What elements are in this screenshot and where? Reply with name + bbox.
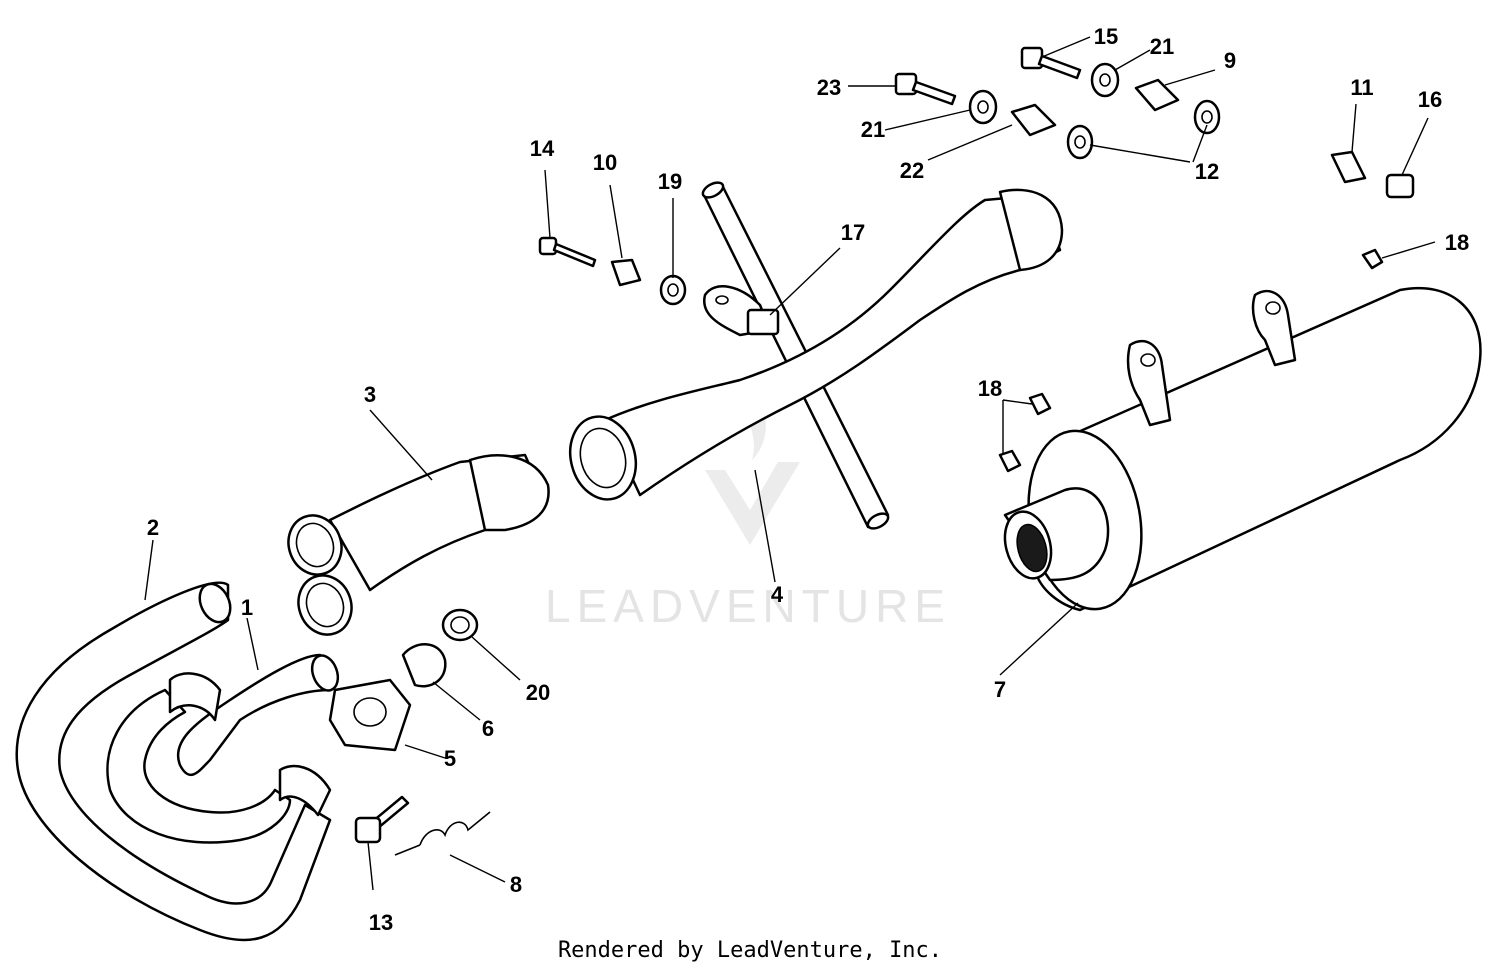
watermark: LEADVENTURE (545, 385, 951, 632)
callout-4: 4 (771, 582, 784, 607)
callout-22: 22 (900, 158, 924, 183)
muffler (1003, 286, 1482, 612)
callout-8: 8 (510, 872, 522, 897)
callout-23: 23 (817, 75, 841, 100)
footer-credit: Rendered by LeadVenture, Inc. (557, 938, 943, 963)
callout-11: 11 (1350, 75, 1373, 100)
callout-2: 2 (147, 515, 159, 540)
callout-7: 7 (994, 677, 1006, 702)
callout-19: 19 (658, 169, 682, 194)
callout-16: 16 (1418, 87, 1442, 112)
callout-3: 3 (364, 382, 376, 407)
header-pipe-outer (15, 581, 332, 942)
callout-20: 20 (526, 680, 550, 705)
callout-5: 5 (444, 746, 456, 771)
callout-6: 6 (482, 716, 494, 741)
callout-18-lower: 18 (978, 376, 1002, 401)
callout-14: 14 (530, 136, 555, 161)
hardware (328, 46, 1415, 856)
callout-21-right: 21 (1150, 34, 1174, 59)
mid-pipe (568, 188, 1064, 501)
header-pipe-inner (106, 653, 340, 844)
callout-13: 13 (369, 910, 393, 935)
callout-10: 10 (593, 150, 617, 175)
leader-lines (144, 36, 1436, 891)
callout-21-left: 21 (861, 117, 885, 142)
callout-15: 15 (1094, 24, 1118, 49)
y-collector (287, 453, 550, 636)
callout-1: 1 (241, 595, 253, 620)
callouts: 1 2 3 4 5 6 7 8 9 10 11 12 13 14 15 16 1… (147, 24, 1469, 935)
watermark-text: LEADVENTURE (545, 580, 951, 632)
callout-9: 9 (1224, 48, 1236, 73)
callout-12: 12 (1195, 159, 1219, 184)
callout-17: 17 (841, 220, 865, 245)
callout-18-upper: 18 (1445, 230, 1469, 255)
